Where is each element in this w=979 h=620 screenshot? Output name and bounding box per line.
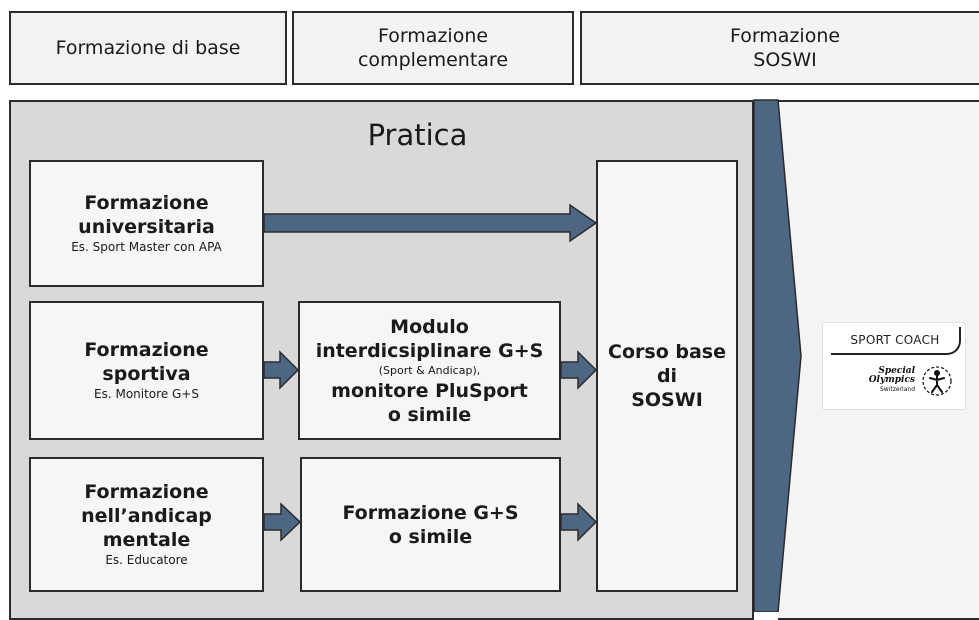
modulo-line3: monitore PluSport o simile: [331, 379, 528, 426]
box-formazione-sportiva: Formazione sportiva Es. Monitore G+S: [29, 301, 264, 440]
box-example: Es. Sport Master con APA: [71, 240, 222, 254]
arrow-gs-to-corso: [560, 502, 598, 542]
arrow-universitaria-to-corso: [263, 203, 598, 243]
box-corso-base-soswi: Corso base di SOSWI: [596, 160, 738, 592]
special-olympics-logo: Special Olympics Switzerland: [837, 363, 957, 407]
modulo-line2: (Sport & Andicap),: [378, 363, 481, 377]
sport-coach-logo: SPORT COACH Special Olympics Switzerland: [822, 322, 966, 410]
arrow-andicap-to-gs: [263, 502, 302, 542]
logo-brand-line3: Switzerland: [880, 386, 915, 393]
box-example: Es. Educatore: [105, 553, 188, 567]
logo-brand-line2: Olympics: [868, 375, 915, 385]
box-example: Es. Monitore G+S: [94, 387, 199, 401]
header-label: Formazione SOSWI: [729, 25, 841, 71]
box-title: Formazione sportiva: [84, 339, 209, 385]
arrow-main-to-soswi: [753, 99, 802, 612]
modulo-line1: Modulo interdicsiplinare G+S: [315, 315, 544, 362]
box-formazione-andicap: Formazione nell’andicap mentale Es. Educ…: [29, 457, 264, 592]
box-title: Formazione G+S o simile: [342, 501, 519, 548]
arrow-modulo-to-corso: [560, 350, 598, 390]
box-title: Formazione universitaria: [78, 192, 215, 238]
header-label: Formazione di base: [55, 37, 241, 59]
special-olympics-emblem-icon: [922, 366, 952, 396]
box-formazione-universitaria: Formazione universitaria Es. Sport Maste…: [29, 160, 264, 287]
pratica-title: Pratica: [367, 118, 468, 152]
box-formazione-gs: Formazione G+S o simile: [300, 457, 561, 592]
box-title: Corso base di SOSWI: [608, 341, 726, 411]
logo-brand-line1: Special: [878, 366, 915, 376]
header-label: Formazione complementare: [357, 25, 509, 71]
header-formazione-di-base: Formazione di base: [9, 11, 287, 85]
arrow-sportiva-to-modulo: [263, 350, 300, 390]
header-formazione-complementare: Formazione complementare: [292, 11, 574, 85]
special-olympics-wordmark: Special Olympics Switzerland: [869, 367, 915, 394]
header-formazione-soswi: Formazione SOSWI: [580, 11, 979, 85]
box-title: Formazione nell’andicap mentale: [81, 481, 212, 551]
logo-top-text: SPORT COACH: [831, 327, 961, 355]
box-modulo-interdisciplinare: Modulo interdicsiplinare G+S (Sport & An…: [298, 301, 561, 440]
